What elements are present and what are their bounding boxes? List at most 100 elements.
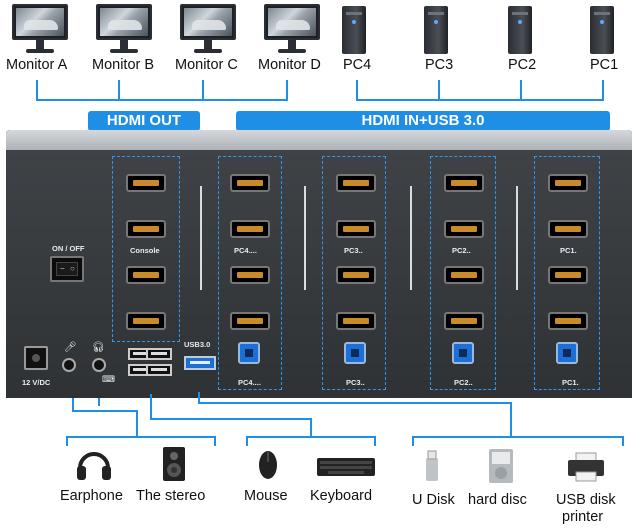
pc2-label: PC2	[508, 57, 537, 73]
bracket-tick	[412, 436, 414, 446]
pc4-hdmi-label: PC4....	[234, 246, 257, 255]
dc-power-jack[interactable]	[24, 346, 48, 370]
stereo-label: The stereo	[136, 488, 206, 504]
monitor-bracket	[36, 80, 38, 100]
pc1-hdmi-label: PC1.	[560, 246, 577, 255]
monitor-c-label: Monitor C	[175, 57, 238, 73]
pc4-usb-b-port[interactable]	[238, 342, 260, 364]
pc3-usb-label: PC3..	[346, 378, 365, 387]
monitor-a-image	[10, 4, 70, 56]
hdmi-out-port[interactable]	[126, 312, 166, 330]
divider	[410, 186, 412, 290]
pc1-group	[534, 156, 600, 390]
bracket-tick	[246, 436, 248, 446]
printer-icon	[568, 452, 604, 482]
pc1-hdmi-port[interactable]	[548, 220, 588, 238]
pc4-tower-image	[342, 6, 366, 54]
connection-line	[72, 410, 138, 412]
usb-a-port[interactable]	[146, 348, 172, 360]
monitor-bracket	[286, 80, 288, 100]
pc4-hdmi-port[interactable]	[230, 220, 270, 238]
pc2-usb-label: PC2..	[454, 378, 473, 387]
pc1-usb-b-port[interactable]	[556, 342, 578, 364]
hdmi-out-port[interactable]	[126, 174, 166, 192]
pc2-tower-image	[508, 6, 532, 54]
power-switch[interactable]: −○	[50, 256, 84, 282]
monitor-d-label: Monitor D	[258, 57, 321, 73]
pc-bracket	[438, 80, 440, 100]
divider	[516, 186, 518, 290]
console-label: Console	[130, 246, 160, 255]
pc2-group	[430, 156, 496, 390]
usb-a-port[interactable]	[146, 364, 172, 376]
pc4-hdmi-port[interactable]	[230, 312, 270, 330]
keyboard-small-icon: ⌨	[102, 374, 115, 384]
keyboard-icon	[317, 458, 375, 476]
monitor-b-label: Monitor B	[92, 57, 155, 73]
connection-line	[136, 410, 138, 436]
storage-bracket	[412, 436, 624, 438]
chassis-top	[6, 130, 632, 152]
monitor-b-image	[94, 4, 154, 56]
pc1-hdmi-port[interactable]	[548, 266, 588, 284]
printer-label-line1: USB disk	[556, 492, 616, 508]
connection-line	[510, 402, 512, 436]
pc2-hdmi-port[interactable]	[444, 174, 484, 192]
connection-line	[198, 392, 200, 404]
monitor-a-label: Monitor A	[6, 57, 68, 73]
connection-line	[310, 418, 312, 436]
bracket-tick	[214, 436, 216, 446]
hdmi-in-usb-bar: HDMI IN+USB 3.0	[236, 111, 610, 131]
pc3-hdmi-port[interactable]	[336, 312, 376, 330]
printer-label-line2: printer	[562, 509, 604, 525]
hdmi-out-port[interactable]	[126, 266, 166, 284]
pc4-label: PC4	[343, 57, 372, 73]
pc4-hdmi-port[interactable]	[230, 174, 270, 192]
pc-bracket	[356, 99, 604, 101]
pc1-hdmi-port[interactable]	[548, 312, 588, 330]
hard-disc-label: hard disc	[468, 492, 527, 508]
connection-line	[98, 398, 100, 406]
pc3-usb-b-port[interactable]	[344, 342, 366, 364]
pc3-hdmi-port[interactable]	[336, 174, 376, 192]
usb-stick-icon	[426, 450, 438, 481]
divider	[200, 186, 202, 290]
pc4-group	[218, 156, 282, 390]
audio-jack[interactable]	[92, 358, 106, 372]
pc2-usb-b-port[interactable]	[452, 342, 474, 364]
usb3-port[interactable]	[184, 356, 216, 370]
hdmi-out-port[interactable]	[126, 220, 166, 238]
pc-bracket	[602, 80, 604, 100]
power-label: 12 V/DC	[22, 378, 51, 387]
on-off-label: ON / OFF	[52, 244, 85, 253]
hard-disc-icon	[489, 449, 513, 483]
mic-jack[interactable]	[62, 358, 76, 372]
bracket-tick	[374, 436, 376, 446]
monitor-c-image	[178, 4, 238, 56]
pc3-hdmi-label: PC3..	[344, 246, 363, 255]
keyboard-label: Keyboard	[310, 488, 373, 504]
bracket-tick	[622, 436, 624, 446]
earphone-label: Earphone	[60, 488, 123, 504]
connection-line	[72, 398, 74, 412]
connection-line	[150, 418, 312, 420]
mouse-icon	[259, 451, 277, 479]
pc2-hdmi-port[interactable]	[444, 266, 484, 284]
pc4-usb-label: PC4....	[238, 378, 261, 387]
bracket-tick	[66, 436, 68, 446]
pc2-hdmi-port[interactable]	[444, 312, 484, 330]
pc3-hdmi-port[interactable]	[336, 220, 376, 238]
mouse-keyboard-bracket	[246, 436, 376, 438]
pc4-hdmi-port[interactable]	[230, 266, 270, 284]
pc2-hdmi-label: PC2..	[452, 246, 471, 255]
pc3-group	[322, 156, 386, 390]
pc2-hdmi-port[interactable]	[444, 220, 484, 238]
pc3-label: PC3	[425, 57, 454, 73]
headphone-icon: 🎧︎	[92, 342, 105, 353]
divider	[304, 186, 306, 290]
pc3-hdmi-port[interactable]	[336, 266, 376, 284]
monitor-bracket	[118, 80, 120, 100]
pc1-usb-label: PC1.	[562, 378, 579, 387]
pc1-hdmi-port[interactable]	[548, 174, 588, 192]
mouse-label: Mouse	[244, 488, 288, 504]
